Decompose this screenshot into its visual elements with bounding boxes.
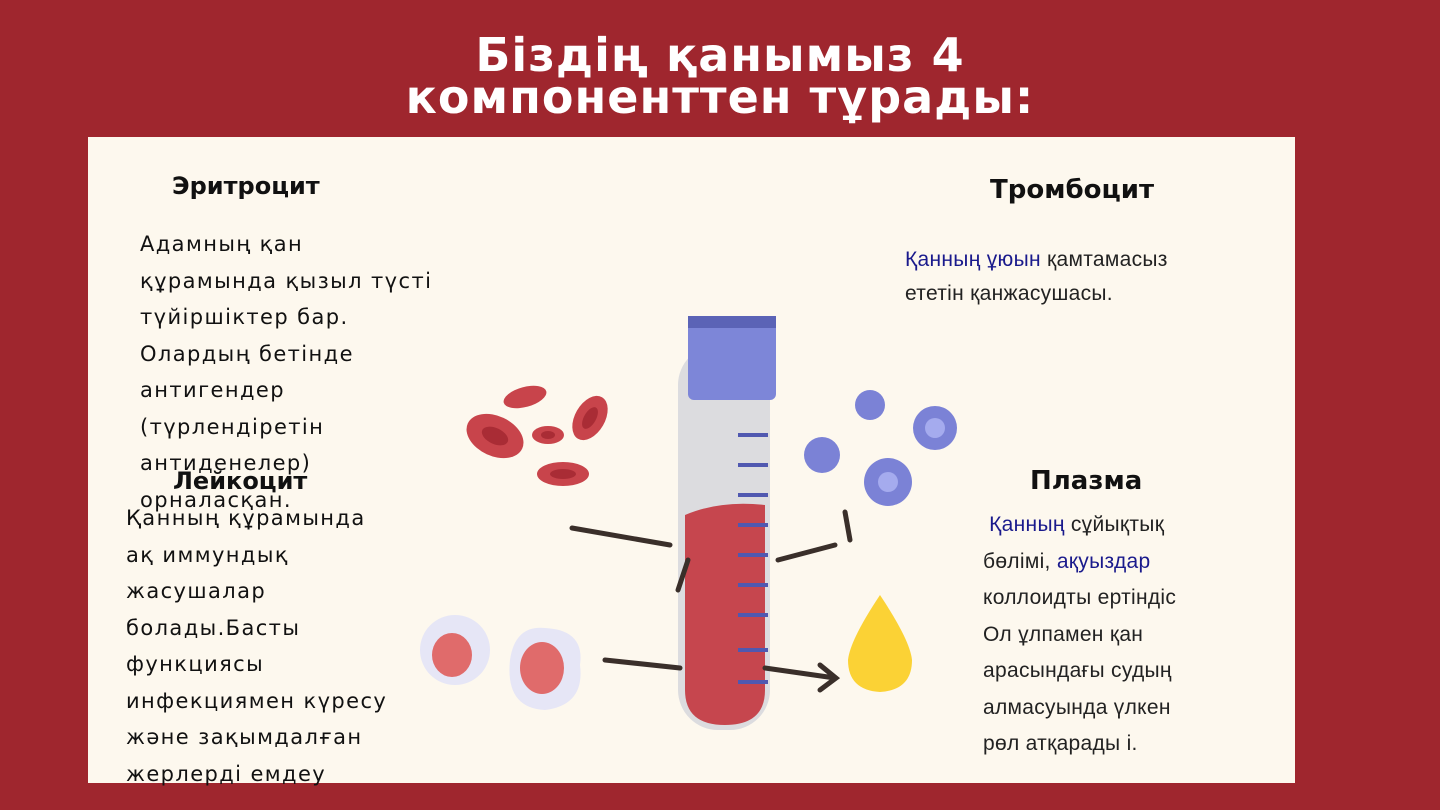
title-line-1: Біздің қанымыз 4 xyxy=(475,28,965,82)
text-line: Олардың бетінде xyxy=(140,341,354,366)
title-line-2: компоненттен тұрады: xyxy=(405,70,1035,124)
text-line: Адамның қан xyxy=(140,232,304,256)
text-line: болады.Басты xyxy=(126,615,301,640)
erythrocyte-text: Адамның қан құрамында қызыл түсті түйірш… xyxy=(140,226,432,518)
test-tube-icon xyxy=(678,316,776,730)
text-line: орналасқан. xyxy=(140,487,292,512)
text-line: коллоидты ертіндіс xyxy=(983,586,1177,609)
highlight-text: Қанның xyxy=(983,513,1065,536)
text-line: жасушалар xyxy=(126,579,267,603)
platelets-icon xyxy=(804,390,957,506)
text-line: түйіршіктер бар. xyxy=(140,305,349,329)
text-line: алмасуында үлкен xyxy=(983,695,1171,719)
highlight-text: Қанның ұюын xyxy=(905,248,1041,271)
plasma-drop-icon xyxy=(848,595,912,692)
text-line: антигендер xyxy=(140,378,285,402)
thrombocyte-text: Қанның ұюын қамтамасыз ететін қанжасушас… xyxy=(905,243,1168,311)
text: қамтамасыз xyxy=(1040,248,1168,271)
text: сұйықтық xyxy=(1064,513,1165,536)
text-line: рөл атқарады і. xyxy=(983,732,1138,755)
text-line: Қанның құрамында xyxy=(126,506,366,530)
white-blood-cells-icon xyxy=(420,615,581,710)
plasma-heading: Плазма xyxy=(1030,466,1143,496)
text-line: құрамында қызыл түсті xyxy=(140,268,433,293)
plasma-text: Қанның сұйықтық бөлімі, ақуыздар коллоид… xyxy=(983,507,1176,763)
thrombocyte-heading: Тромбоцит xyxy=(990,175,1155,205)
text-line: функциясы xyxy=(126,652,265,676)
slide-title: Біздің қанымыз 4 компоненттен тұрады: xyxy=(0,28,1440,124)
highlight-text: ақуыздар xyxy=(1056,549,1151,573)
text-line: инфекциямен күресу xyxy=(126,688,388,713)
text-line: Ол ұлпамен қан xyxy=(983,622,1144,646)
arrows-icon xyxy=(569,509,853,693)
text-line: арасындағы судың xyxy=(983,659,1172,682)
text-line: жерлерді емдеу xyxy=(126,761,327,786)
red-blood-cells-icon xyxy=(466,385,608,486)
text-line: ақ иммундық xyxy=(126,542,289,567)
erythrocyte-heading: Эритроцит xyxy=(172,172,320,200)
text-line: ететін қанжасушасы. xyxy=(905,282,1113,305)
leukocyte-heading: Лейкоцит xyxy=(173,467,308,495)
text-line: және зақымдалған xyxy=(126,725,363,749)
text: бөлімі, xyxy=(983,549,1057,573)
text-line: антиденелер) xyxy=(140,451,312,475)
leukocyte-text: Қанның құрамында ақ иммундық жасушалар б… xyxy=(126,500,387,792)
text-line: (түрлендіретін xyxy=(140,414,325,439)
